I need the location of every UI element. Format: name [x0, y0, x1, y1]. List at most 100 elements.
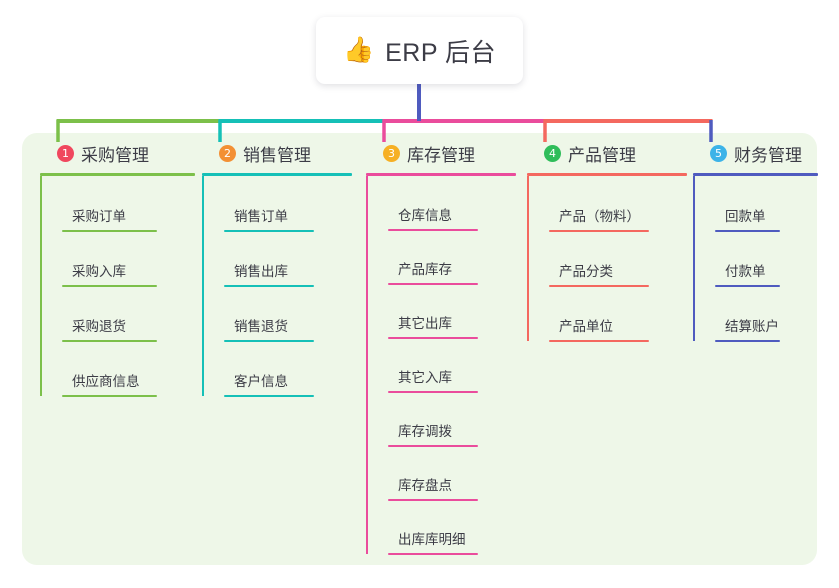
leaf-label: 回款单	[725, 209, 766, 224]
leaf-item[interactable]: 其它入库	[388, 338, 516, 393]
leaf-list: 仓库信息产品库存其它出库其它入库库存调拨库存盘点出库库明细	[366, 176, 516, 555]
leaf-underline	[388, 499, 478, 501]
branch-spine	[693, 176, 695, 341]
leaf-underline	[224, 395, 314, 397]
leaf-label: 产品分类	[559, 264, 613, 279]
leaf-underline	[715, 230, 780, 232]
leaf-underline	[62, 340, 157, 342]
branch-header[interactable]: 2 销售管理	[202, 140, 352, 167]
leaf-underline	[224, 230, 314, 232]
thumbs-up-icon: 👍	[342, 36, 375, 64]
branches-panel	[22, 133, 817, 565]
branch-number-badge: 4	[544, 145, 561, 162]
root-node[interactable]: 👍 ERP 后台	[316, 17, 523, 84]
leaf-item[interactable]: 库存调拨	[388, 392, 516, 447]
leaf-item[interactable]: 付款单	[715, 231, 818, 287]
branch-column: 3 库存管理仓库信息产品库存其它出库其它入库库存调拨库存盘点出库库明细	[366, 140, 516, 555]
leaf-label: 出库库明细	[398, 532, 466, 547]
leaf-label: 库存调拨	[398, 424, 452, 439]
branch-header[interactable]: 4 产品管理	[527, 140, 687, 167]
leaf-underline	[388, 553, 478, 555]
branch-underline	[40, 173, 195, 176]
leaf-underline	[224, 340, 314, 342]
branch-underline	[693, 173, 818, 176]
branch-column: 2 销售管理销售订单销售出库销售退货客户信息	[202, 140, 352, 397]
leaf-label: 仓库信息	[398, 208, 452, 223]
branch-title: 产品管理	[568, 146, 636, 165]
branch-title: 库存管理	[407, 146, 475, 165]
leaf-item[interactable]: 仓库信息	[388, 176, 516, 231]
leaf-item[interactable]: 客户信息	[224, 341, 352, 397]
branch-title: 采购管理	[81, 146, 149, 165]
branch-spine	[40, 176, 42, 396]
leaf-item[interactable]: 销售订单	[224, 176, 352, 232]
branch-header[interactable]: 5 财务管理	[693, 140, 818, 167]
leaf-label: 产品单位	[559, 319, 613, 334]
leaf-label: 采购入库	[72, 264, 126, 279]
branch-spine	[527, 176, 529, 341]
leaf-label: 采购订单	[72, 209, 126, 224]
leaf-item[interactable]: 采购订单	[62, 176, 195, 232]
leaf-list: 销售订单销售出库销售退货客户信息	[202, 176, 352, 397]
leaf-item[interactable]: 供应商信息	[62, 341, 195, 397]
leaf-underline	[388, 445, 478, 447]
leaf-underline	[388, 283, 478, 285]
leaf-underline	[549, 340, 649, 342]
branch-header[interactable]: 1 采购管理	[40, 140, 195, 167]
leaf-label: 销售退货	[234, 319, 288, 334]
leaf-item[interactable]: 销售退货	[224, 286, 352, 342]
leaf-underline	[549, 285, 649, 287]
leaf-label: 采购退货	[72, 319, 126, 334]
leaf-label: 结算账户	[725, 319, 779, 334]
leaf-item[interactable]: 产品（物料）	[549, 176, 687, 232]
branch-number-badge: 3	[383, 145, 400, 162]
leaf-underline	[549, 230, 649, 232]
leaf-item[interactable]: 产品库存	[388, 230, 516, 285]
leaf-label: 供应商信息	[72, 374, 140, 389]
leaf-underline	[715, 340, 780, 342]
leaf-underline	[715, 285, 780, 287]
branch-number-badge: 1	[57, 145, 74, 162]
branch-number-badge: 2	[219, 145, 236, 162]
leaf-item[interactable]: 产品单位	[549, 286, 687, 342]
leaf-label: 库存盘点	[398, 478, 452, 493]
leaf-label: 其它入库	[398, 370, 452, 385]
branch-title: 财务管理	[734, 146, 802, 165]
leaf-item[interactable]: 采购退货	[62, 286, 195, 342]
branch-spine	[202, 176, 204, 396]
leaf-label: 销售出库	[234, 264, 288, 279]
leaf-label: 客户信息	[234, 374, 288, 389]
root-title: ERP 后台	[385, 38, 497, 67]
leaf-label: 产品（物料）	[559, 209, 640, 224]
branch-number-badge: 5	[710, 145, 727, 162]
leaf-item[interactable]: 结算账户	[715, 286, 818, 342]
branch-column: 4 产品管理产品（物料） 产品分类产品单位	[527, 140, 687, 342]
leaf-underline	[62, 230, 157, 232]
leaf-item[interactable]: 库存盘点	[388, 446, 516, 501]
leaf-label: 其它出库	[398, 316, 452, 331]
leaf-item[interactable]: 其它出库	[388, 284, 516, 339]
branch-spine	[366, 176, 368, 554]
branch-underline	[527, 173, 687, 176]
leaf-item[interactable]: 回款单	[715, 176, 818, 232]
leaf-list: 回款单付款单结算账户	[693, 176, 818, 342]
branch-header[interactable]: 3 库存管理	[366, 140, 516, 167]
leaf-label: 产品库存	[398, 262, 452, 277]
leaf-underline	[62, 285, 157, 287]
branch-underline	[202, 173, 352, 176]
leaf-list: 产品（物料） 产品分类产品单位	[527, 176, 687, 342]
branch-title: 销售管理	[243, 146, 311, 165]
leaf-underline	[388, 337, 478, 339]
leaf-item[interactable]: 产品分类	[549, 231, 687, 287]
leaf-label: 付款单	[725, 264, 766, 279]
leaf-underline	[224, 285, 314, 287]
leaf-item[interactable]: 销售出库	[224, 231, 352, 287]
leaf-underline	[62, 395, 157, 397]
leaf-item[interactable]: 采购入库	[62, 231, 195, 287]
branch-underline	[366, 173, 516, 176]
branch-column: 5 财务管理回款单付款单结算账户	[693, 140, 818, 342]
leaf-label: 销售订单	[234, 209, 288, 224]
branch-column: 1 采购管理采购订单采购入库采购退货供应商信息	[40, 140, 195, 397]
leaf-item[interactable]: 出库库明细	[388, 500, 516, 555]
